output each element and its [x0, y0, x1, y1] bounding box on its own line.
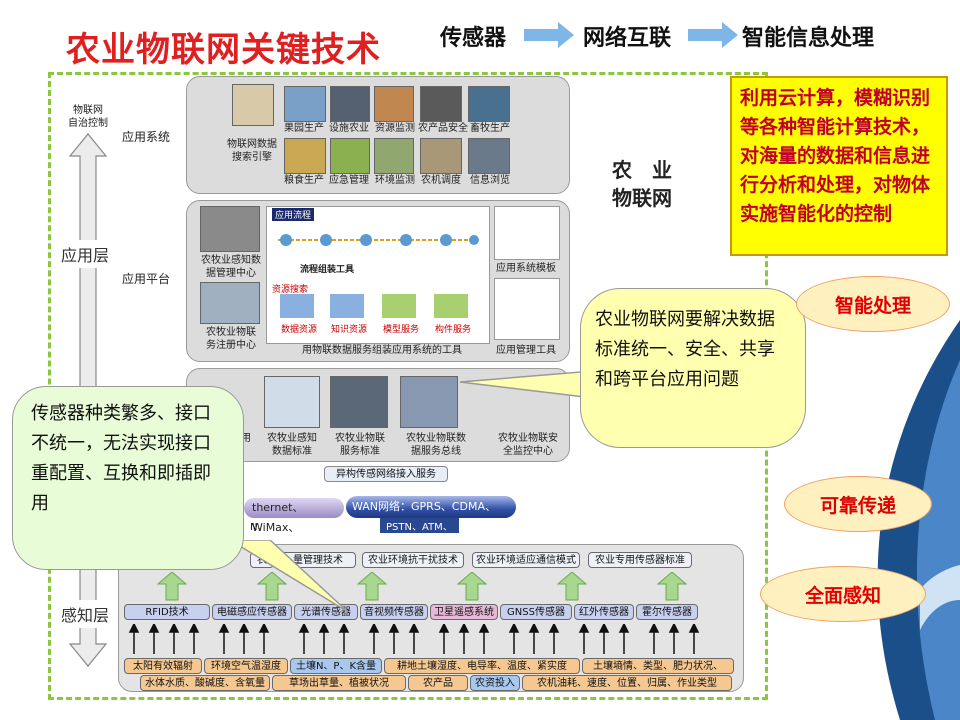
app-item-label: 应急管理 — [329, 175, 369, 186]
globe-icon — [232, 84, 274, 126]
sense-tech-item: 农业专用传感器标准 — [588, 552, 692, 568]
workflow-search-title: 资源搜索 — [272, 285, 309, 295]
sensor-item: 红外传感器 — [574, 604, 634, 620]
app-thumb — [284, 138, 326, 174]
sensor-diversity-bubble: 传感器种类繁多、接口不统一，无法实现接口重配置、互换和即插即用 — [12, 386, 244, 570]
platform-left1-label: 农牧业感知数 据管理中心 — [201, 255, 261, 279]
app-thumb — [420, 138, 462, 174]
service-thumb — [400, 376, 458, 428]
workflow-title: 应用流程 — [272, 208, 315, 221]
app-thumb — [374, 138, 414, 174]
object-item: 农资投入 — [470, 675, 520, 691]
app-thumb — [420, 86, 462, 122]
lan-bar-line2: N、 — [250, 522, 268, 533]
data-standard-bubble: 农业物联网要解决数据标准统一、安全、共享和跨平台应用问题 — [580, 288, 806, 448]
flow-arrow-icon — [688, 22, 738, 48]
app-item-label: 环境监测 — [375, 175, 415, 186]
object-item: 太阳有效辐射 — [124, 658, 202, 674]
service-thumb — [264, 376, 320, 428]
app-item-label: 畜牧生产 — [470, 123, 510, 134]
platform-right1-label: 应用系统模板 — [496, 263, 556, 274]
flow-arrow-icon — [524, 22, 574, 48]
server-room-thumb — [200, 206, 260, 252]
app-thumb — [330, 86, 370, 122]
service-item: 农牧业物联数 据服务总线 — [406, 433, 466, 457]
oval-smart-processing: 智能处理 — [796, 276, 950, 332]
up-arrows-icon — [156, 572, 688, 601]
sensor-item: 卫星遥感系统 — [430, 604, 498, 620]
sensor-item: GNSS传感器 — [500, 604, 572, 620]
wan-bar-line2: PSTN、ATM、 — [380, 518, 459, 533]
oval-full-perception: 全面感知 — [760, 566, 926, 622]
app-item-label: 资源监测 — [375, 123, 415, 134]
object-item: 农产品 — [408, 675, 468, 691]
app-item-label: 果园生产 — [284, 123, 324, 134]
platform-left2-label: 农牧业物联 务注册中心 — [206, 327, 256, 351]
object-item: 耕地土壤湿度、电导率、温度、紧实度 — [384, 658, 580, 674]
datacenter-thumb — [200, 282, 260, 324]
workflow-tool-title: 流程组装工具 — [300, 265, 355, 275]
workflow-panel — [266, 206, 490, 344]
object-item: 草场出草量、植被状况 — [272, 675, 406, 691]
template-thumb — [494, 206, 560, 260]
app-item-label: 农机调度 — [421, 175, 461, 186]
callout-pointer — [228, 540, 349, 613]
center-label: 农 业 物联网 — [612, 158, 672, 210]
app-item-label: 粮食生产 — [284, 175, 324, 186]
app-system-label: 应用系统 — [122, 130, 171, 144]
small-up-arrows-icon — [128, 624, 700, 654]
object-item: 农机油耗、速度、位置、归属、作业类型 — [522, 675, 732, 691]
service-item: 农牧业物联安 全监控中心 — [498, 433, 558, 457]
sense-tech-item: 农业环境抗干扰技术 — [362, 552, 464, 568]
service-item: 用 — [241, 433, 251, 444]
app-search-label: 物联网数据 搜索引擎 — [227, 139, 277, 163]
app-thumb — [330, 138, 370, 174]
object-item: 环境空气温湿度 — [204, 658, 288, 674]
platform-right2-label: 应用管理工具 — [496, 345, 556, 356]
wan-bar: WAN网络：GPRS、CDMA、3G、 — [346, 496, 516, 535]
object-item: 土壤N、P、K含量 — [290, 658, 382, 674]
sensor-item: 音视频传感器 — [360, 604, 428, 620]
app-thumb — [468, 86, 510, 122]
intelligent-processing-note: 利用云计算，模糊识别等各种智能计算技术，对海量的数据和信息进行分析和处理，对物体… — [730, 76, 948, 256]
mgmt-tool-thumb — [494, 278, 560, 340]
workflow-resources-icon — [280, 294, 468, 318]
service-item: 农牧业感知 数据标准 — [267, 433, 317, 457]
axis-top-label: 物联网 自治控制 — [68, 105, 108, 129]
layer-label-sense: 感知层 — [57, 600, 114, 628]
app-item-label: 农产品安全 — [418, 123, 468, 134]
access-service-label: 异构传感网络接入服务 — [324, 466, 448, 482]
sensor-item: 电磁感应传感器 — [212, 604, 292, 620]
workflow-item: 数据资源 — [280, 325, 317, 335]
service-item: 农牧业物联 服务标准 — [335, 433, 385, 457]
app-item-label: 设施农业 — [329, 123, 369, 134]
object-item: 水体水质、酸碱度、含氧量 — [140, 675, 270, 691]
flow-step-sensor: 传感器 — [440, 26, 507, 51]
flow-step-intelligent: 智能信息处理 — [742, 26, 875, 51]
page-title: 农业物联网关键技术 — [66, 30, 381, 70]
lan-bar: thernet、WiMax、 — [244, 498, 344, 534]
layer-label-app: 应用层 — [57, 240, 114, 268]
app-item-label: 信息浏览 — [470, 175, 510, 186]
workflow-item: 知识资源 — [330, 325, 367, 335]
app-thumb — [374, 86, 414, 122]
workflow-item: 构件服务 — [434, 325, 471, 335]
workflow-chain-icon — [278, 234, 479, 246]
app-thumb — [284, 86, 326, 122]
decorative-swoosh — [877, 320, 960, 720]
flow-step-network: 网络互联 — [583, 26, 672, 51]
workflow-item: 模型服务 — [382, 325, 419, 335]
app-platform-label: 应用平台 — [122, 272, 171, 286]
oval-reliable-transfer: 可靠传递 — [784, 476, 932, 532]
sense-tech-item: 农业环境适应通信模式 — [472, 552, 580, 568]
app-thumb — [468, 138, 510, 174]
platform-bottom-label: 用物联数据服务组装应用系统的工具 — [302, 345, 462, 356]
object-item: 土壤墒情、类型、肥力状况、 — [582, 658, 734, 674]
sensor-item: RFID技术 — [124, 604, 210, 620]
sensor-item: 霍尔传感器 — [636, 604, 698, 620]
service-thumb — [330, 376, 388, 428]
